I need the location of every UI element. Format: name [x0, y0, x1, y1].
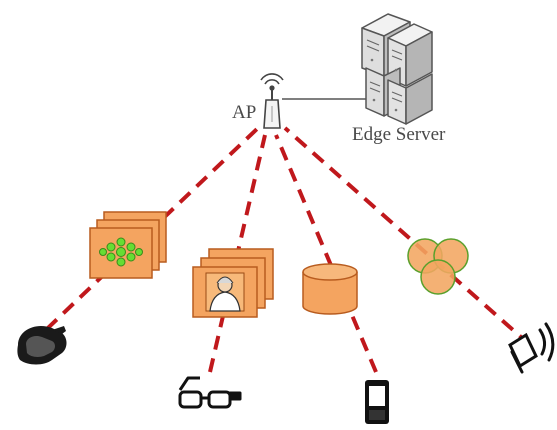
graph-frames-icon	[89, 211, 167, 279]
person-frames-icon	[192, 248, 274, 318]
smart-glasses-icon	[178, 376, 242, 409]
server-rack-icon	[361, 13, 433, 125]
link-phone	[274, 134, 378, 373]
link-vr	[28, 126, 260, 347]
link-speaker	[283, 126, 532, 347]
mobile-phone-icon	[365, 380, 389, 424]
database-icon	[302, 263, 358, 315]
edge-server-label: Edge Server	[352, 124, 446, 145]
access-point-antenna-icon	[260, 73, 284, 129]
speaker-icon	[508, 322, 555, 374]
venn-diagram-icon	[407, 238, 469, 295]
vr-headset-icon	[17, 325, 67, 365]
ap-label: AP	[232, 102, 256, 123]
